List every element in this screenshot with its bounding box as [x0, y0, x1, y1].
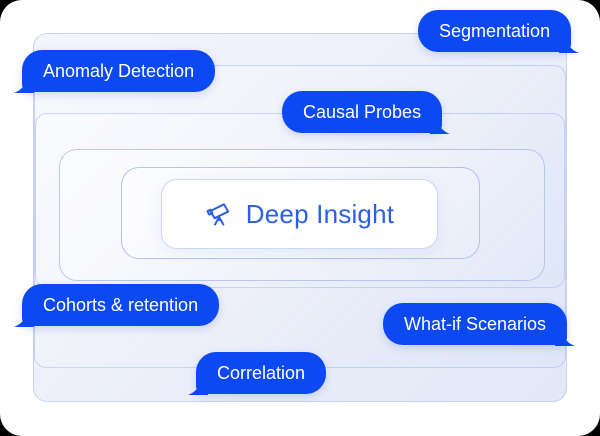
bubble-label: Anomaly Detection: [43, 61, 195, 81]
bubble-anomaly-detection: Anomaly Detection: [14, 50, 216, 93]
bubble-label: Segmentation: [439, 21, 551, 41]
deep-insight-label: Deep Insight: [245, 198, 395, 229]
bubble-correlation: Correlation: [188, 352, 327, 395]
bubble-cohorts-retention: Cohorts & retention: [14, 284, 220, 327]
bubble-label: What-if Scenarios: [404, 314, 547, 334]
bubble-tail: [559, 35, 580, 53]
bubble-tail: [430, 116, 451, 134]
bubble-tail: [14, 75, 34, 93]
bubble-tail: [555, 328, 576, 346]
deep-insight-card: Deep Insight: [161, 179, 438, 249]
bubble-label: Cohorts & retention: [43, 295, 199, 315]
telescope-icon: [206, 203, 230, 226]
bubble-label: Causal Probes: [303, 102, 422, 122]
bubble-what-if-scenarios: What-if Scenarios: [383, 303, 576, 346]
bubble-segmentation: Segmentation: [418, 10, 580, 53]
bubble-causal-probes: Causal Probes: [282, 91, 451, 134]
bubble-label: Correlation: [217, 363, 306, 383]
bubble-tail: [14, 309, 34, 327]
bubble-tail: [188, 377, 208, 395]
